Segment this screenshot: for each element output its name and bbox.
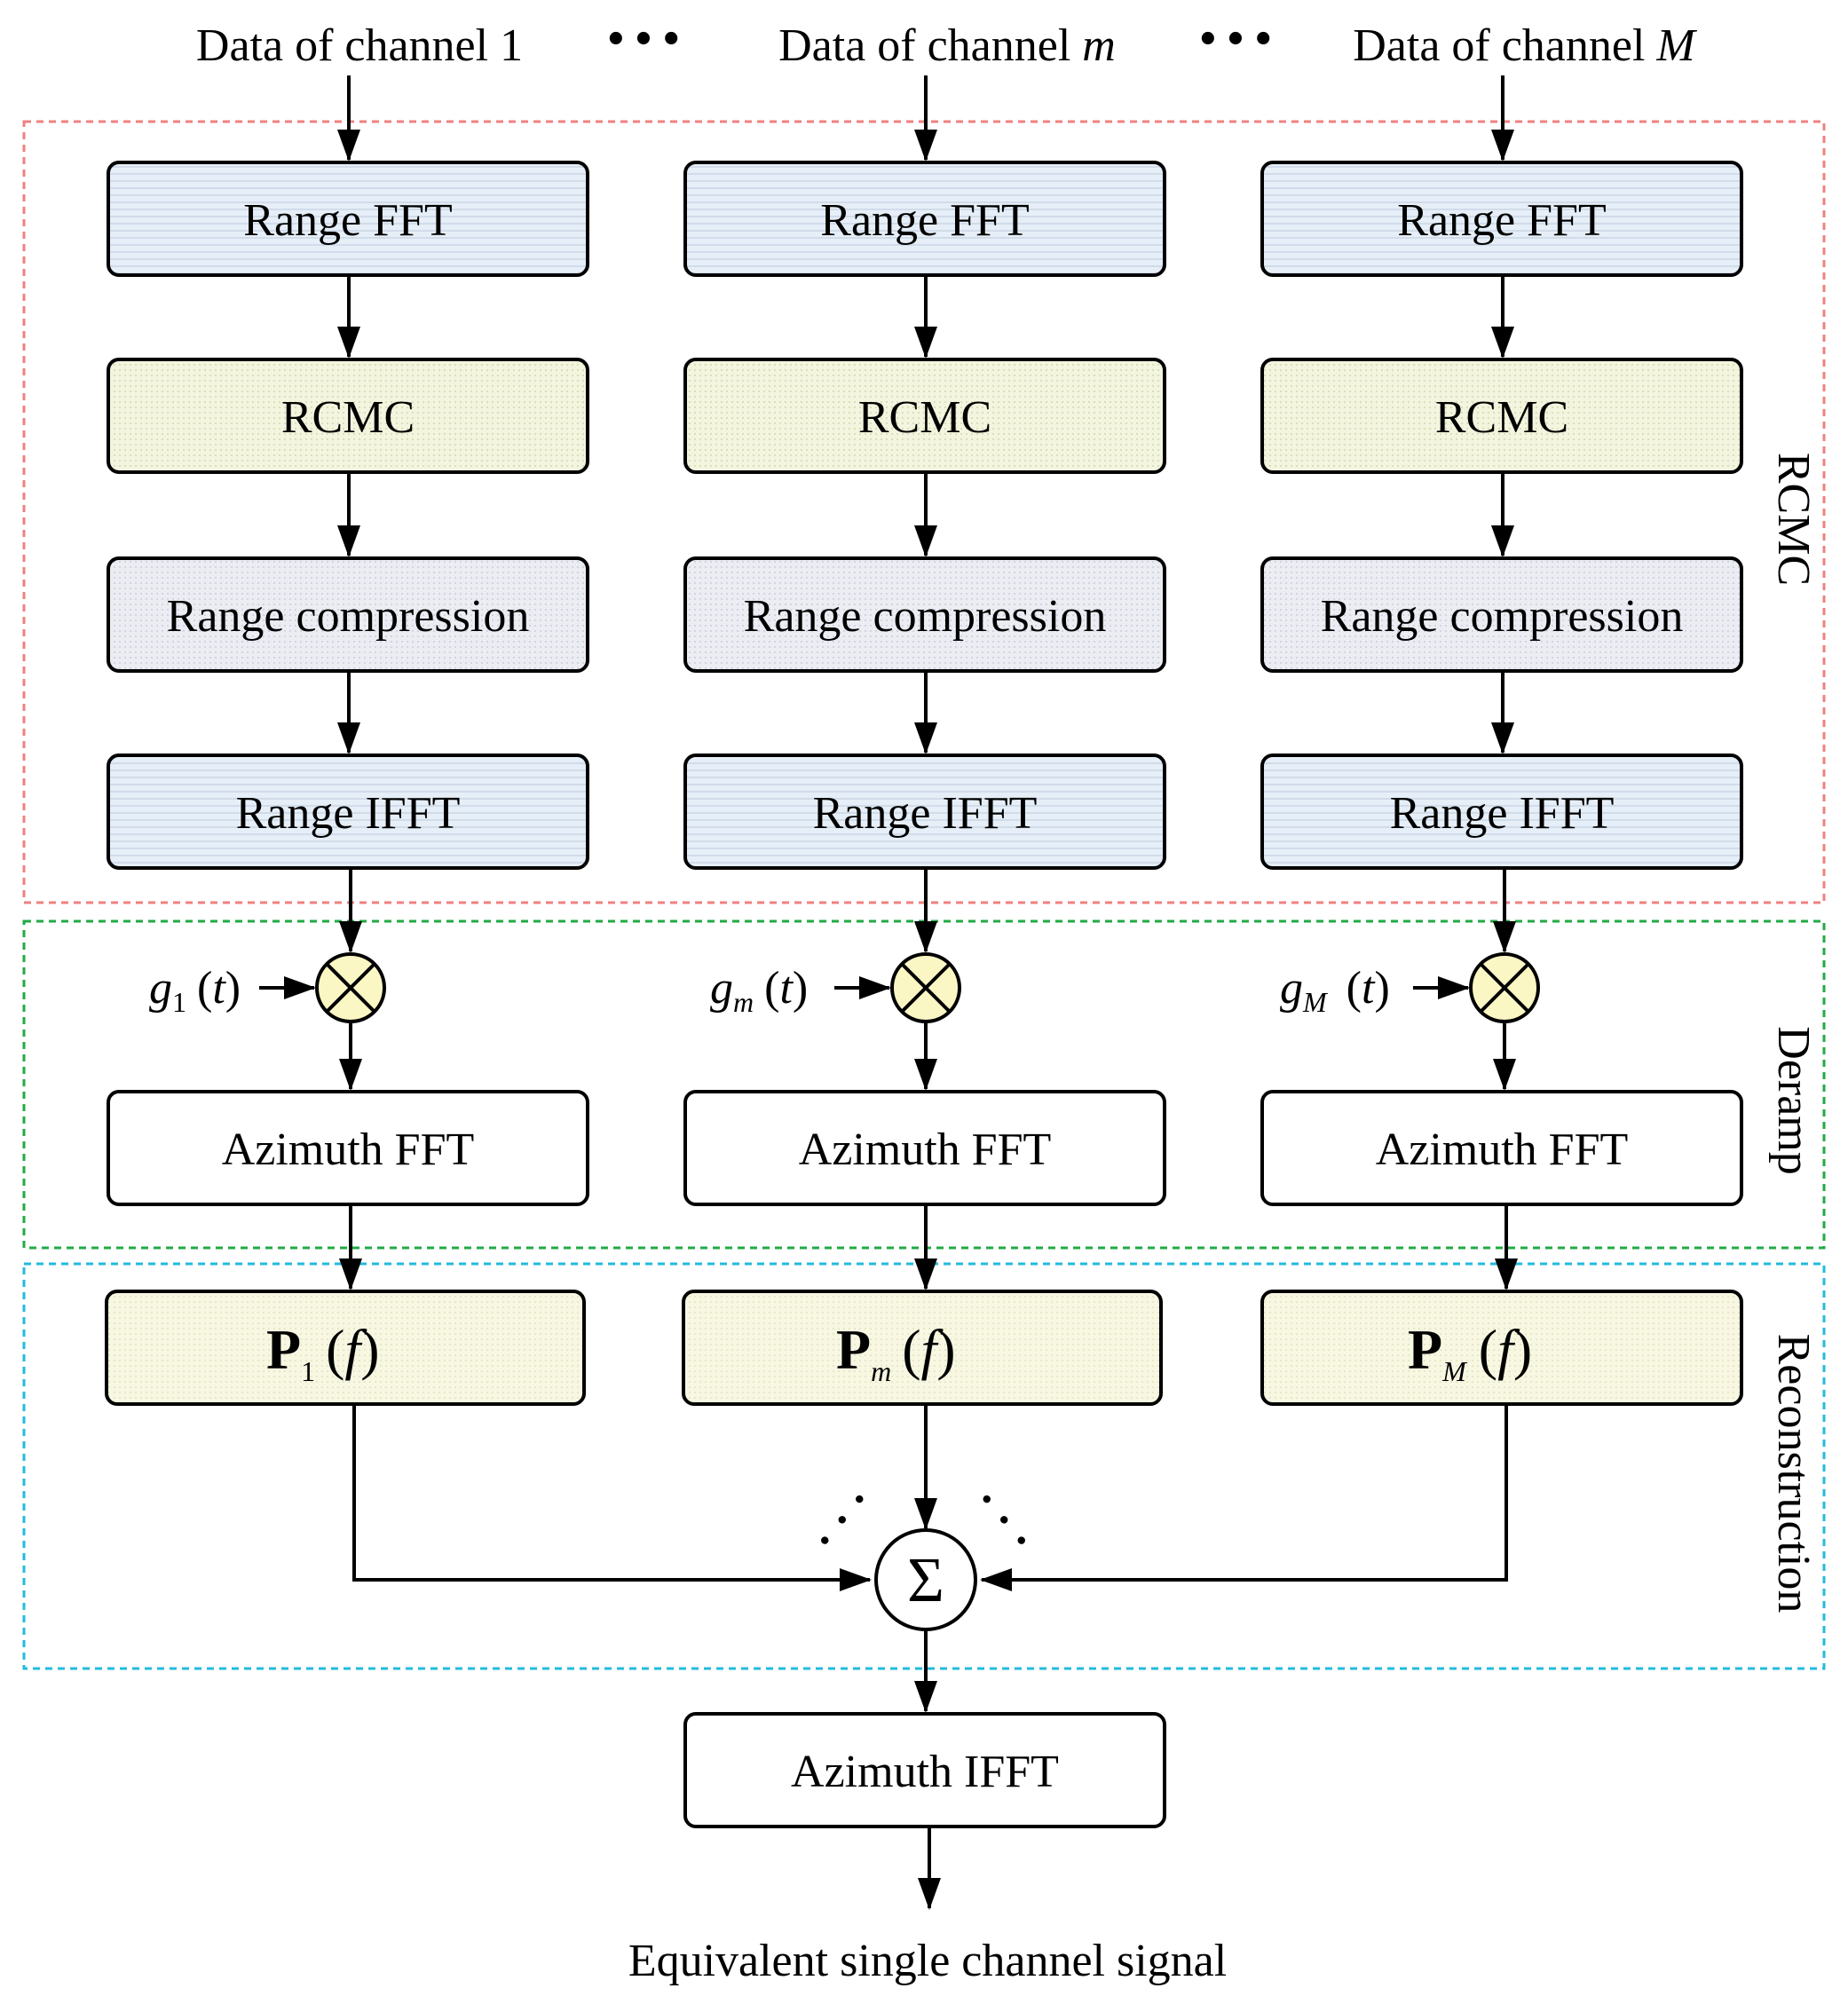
deramp-signal-label-1: g1(t) (149, 963, 241, 1018)
range-fft-label-M: Range FFT (1397, 195, 1606, 246)
filter-label-M: PM(f) (1408, 1318, 1532, 1387)
deramp-signal-label-m: gm(t) (710, 963, 808, 1018)
rcmc-section-label: RCMC (1768, 453, 1819, 586)
mixer-cross-b-1 (325, 962, 376, 1014)
filter-box-1 (105, 1290, 586, 1406)
azimuth-fft-label-1: Azimuth FFT (222, 1124, 475, 1175)
input-ellipsis-right: • • • (1200, 13, 1272, 64)
azimuth-fft-label-m: Azimuth FFT (799, 1124, 1052, 1175)
range-ifft-label-M: Range IFFT (1390, 788, 1615, 839)
azimuth-ifft-box (683, 1712, 1166, 1828)
range-fft-label-m: Range FFT (820, 195, 1029, 246)
deramp-signal-label-M: gM(t) (1280, 963, 1390, 1018)
azimuth-fft-label-M: Azimuth FFT (1376, 1124, 1629, 1175)
range-fft-label-1: Range FFT (243, 195, 452, 246)
summation-symbol: Σ (907, 1544, 944, 1615)
range-ifft-label-m: Range IFFT (813, 788, 1038, 839)
range-compression-label-1: Range compression (167, 591, 530, 642)
reconstruction-section-label: Reconstruction (1768, 1334, 1819, 1614)
wire-filter-sum-1 (352, 1404, 872, 1591)
filter-box-M (1260, 1290, 1743, 1406)
filter-label-1: P1(f) (266, 1318, 380, 1387)
wire-filter-sum-M (980, 1404, 1508, 1591)
filter-label-m: Pm(f) (836, 1318, 956, 1387)
deramp-section-label: Deramp (1768, 1026, 1819, 1174)
mixer-cross-b-m (900, 962, 952, 1014)
output-label: Equivalent single channel signal (628, 1936, 1227, 1986)
summation-dots-left: · · · (801, 1478, 884, 1563)
range-ifft-box-M (1260, 754, 1743, 870)
input-ellipsis-left: • • • (608, 13, 680, 64)
input-label-channel-1: Data of channel 1 (196, 20, 523, 71)
input-label-channel-m: Data of channel m (778, 20, 1116, 71)
range-compression-label-m: Range compression (744, 591, 1107, 642)
summation-dots-right: · · · (962, 1478, 1046, 1563)
input-label-channel-M: Data of channel M (1353, 20, 1697, 71)
azimuth-fft-box-1 (107, 1090, 589, 1206)
range-ifft-box-1 (107, 754, 589, 870)
rcmc-label-M: RCMC (1435, 392, 1568, 443)
rcmc-label-m: RCMC (858, 392, 991, 443)
rcmc-label-1: RCMC (281, 392, 415, 443)
azimuth-ifft-label: Azimuth IFFT (791, 1747, 1059, 1797)
mixer-cross-b-M (1479, 962, 1530, 1014)
range-ifft-label-1: Range IFFT (236, 788, 461, 839)
range-compression-label-M: Range compression (1321, 591, 1684, 642)
filter-box-m (682, 1290, 1163, 1406)
azimuth-fft-box-M (1260, 1090, 1743, 1206)
